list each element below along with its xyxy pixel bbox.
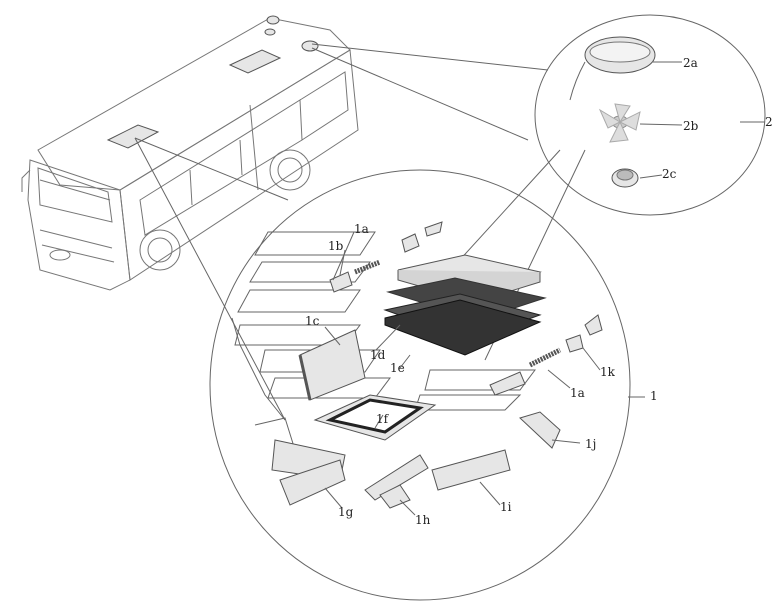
label-1a-right: 1a (570, 386, 585, 400)
bracket-1g (254, 417, 346, 506)
fan-cover-2a (569, 36, 656, 101)
seal-frame (313, 394, 437, 441)
label-1b: 1b (328, 239, 344, 253)
handle-1j (519, 411, 561, 449)
label-1a-top: 1a (354, 222, 369, 236)
fan-blade-2b (598, 103, 641, 143)
label-2b: 2b (683, 119, 699, 133)
detail-circle-1 (209, 169, 631, 601)
label-1c: 1c (305, 314, 320, 328)
spring-assembly-top (329, 221, 443, 293)
label-2: 2 (765, 115, 773, 129)
spring-assembly-right (489, 314, 603, 396)
label-1g: 1g (338, 505, 354, 519)
hatch-lid (383, 254, 547, 356)
rail-1i (431, 449, 511, 491)
label-1e: 1e (390, 361, 405, 375)
roof-hatch-front (106, 124, 160, 149)
roof-hatch-middle (228, 49, 282, 74)
detail-circle-2 (534, 14, 766, 216)
bus-illustration (21, 15, 359, 291)
label-1i: 1i (500, 500, 512, 514)
label-1j: 1j (585, 437, 596, 451)
label-1h: 1h (415, 513, 431, 527)
label-1f: 1f (376, 412, 390, 426)
label-1: 1 (650, 389, 658, 403)
rail-1h (364, 454, 429, 509)
fan-motor-2c (611, 168, 639, 188)
label-1d: 1d (370, 348, 386, 362)
label-2c: 2c (662, 167, 677, 181)
label-2a: 2a (683, 56, 698, 70)
label-1k: 1k (600, 365, 616, 379)
hinge-1c (298, 329, 366, 401)
